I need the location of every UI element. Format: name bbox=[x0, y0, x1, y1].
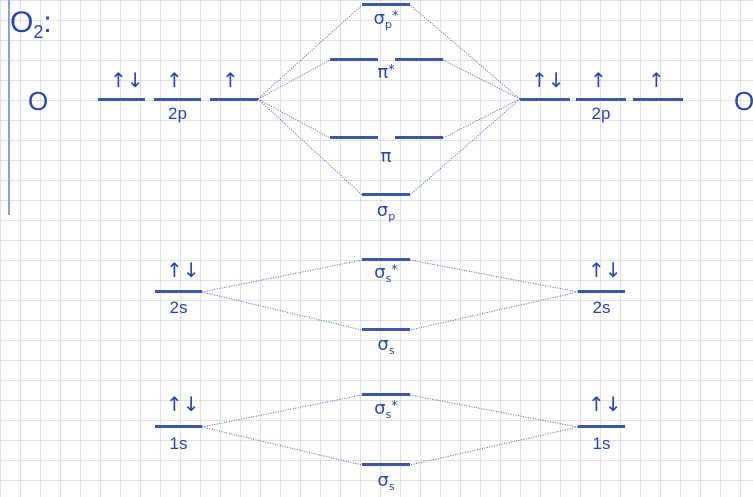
right-2p-label: 2p bbox=[591, 104, 611, 123]
right-1s-electrons: ↑↓ bbox=[588, 392, 622, 416]
left-2p-label: 2p bbox=[168, 104, 187, 123]
left-1s-level bbox=[155, 425, 202, 428]
sigma-1s-star-label: σs* bbox=[374, 398, 398, 421]
sigma-2s-star-label: σs* bbox=[374, 262, 398, 285]
slide-title: O2: bbox=[10, 6, 52, 42]
left-1s-label: 1s bbox=[169, 434, 188, 453]
sigma-2s-star-level bbox=[362, 258, 410, 261]
sigma-1s-star-level bbox=[362, 393, 410, 396]
left-1s-electrons: ↑↓ bbox=[166, 392, 200, 416]
left-2p-level-2 bbox=[154, 98, 201, 101]
right-2s-electrons: ↑↓ bbox=[588, 258, 622, 282]
sigma-2s-level bbox=[362, 328, 410, 331]
pi-level-1 bbox=[330, 136, 378, 139]
sigma-p-level bbox=[362, 193, 410, 196]
atom-right-label: O bbox=[734, 86, 753, 116]
sigma-2s-label: σs bbox=[377, 334, 395, 357]
sigma-1s-level bbox=[362, 463, 410, 466]
left-2s-level bbox=[155, 290, 202, 293]
pi-level-2 bbox=[395, 136, 443, 139]
sigma-p-star-label: σp* bbox=[373, 8, 399, 31]
pi-star-level-2 bbox=[395, 58, 443, 61]
pi-label: π bbox=[380, 146, 392, 167]
right-2s-level bbox=[578, 290, 625, 293]
right-2p-electrons-3: ↑ bbox=[648, 68, 665, 92]
left-2p-electrons-2: ↑ bbox=[166, 68, 183, 92]
left-2p-electrons-3: ↑ bbox=[222, 68, 239, 92]
left-2s-electrons: ↑↓ bbox=[166, 258, 200, 282]
left-2p-level-3 bbox=[210, 98, 258, 101]
left-2p-level-1 bbox=[98, 98, 145, 101]
sigma-1s-label: σs bbox=[377, 470, 395, 493]
right-1s-level bbox=[578, 425, 625, 428]
slide-left-bar bbox=[8, 0, 10, 215]
atom-left-label: O bbox=[28, 86, 49, 116]
pi-star-label: π* bbox=[377, 62, 395, 83]
right-2p-level-3 bbox=[633, 98, 683, 101]
left-2p-electrons-1: ↑↓ bbox=[110, 68, 144, 92]
sigma-p-star-level bbox=[362, 3, 410, 6]
left-2s-label: 2s bbox=[169, 298, 188, 317]
sigma-p-label: σp bbox=[376, 200, 396, 223]
right-2p-electrons-1: ↑↓ bbox=[531, 68, 565, 92]
pi-star-level-1 bbox=[330, 58, 378, 61]
right-2p-electrons-2: ↑ bbox=[590, 68, 607, 92]
right-1s-label: 1s bbox=[592, 434, 611, 453]
right-2p-level-1 bbox=[520, 98, 570, 101]
right-2s-label: 2s bbox=[592, 298, 611, 317]
right-2p-level-2 bbox=[576, 98, 626, 101]
